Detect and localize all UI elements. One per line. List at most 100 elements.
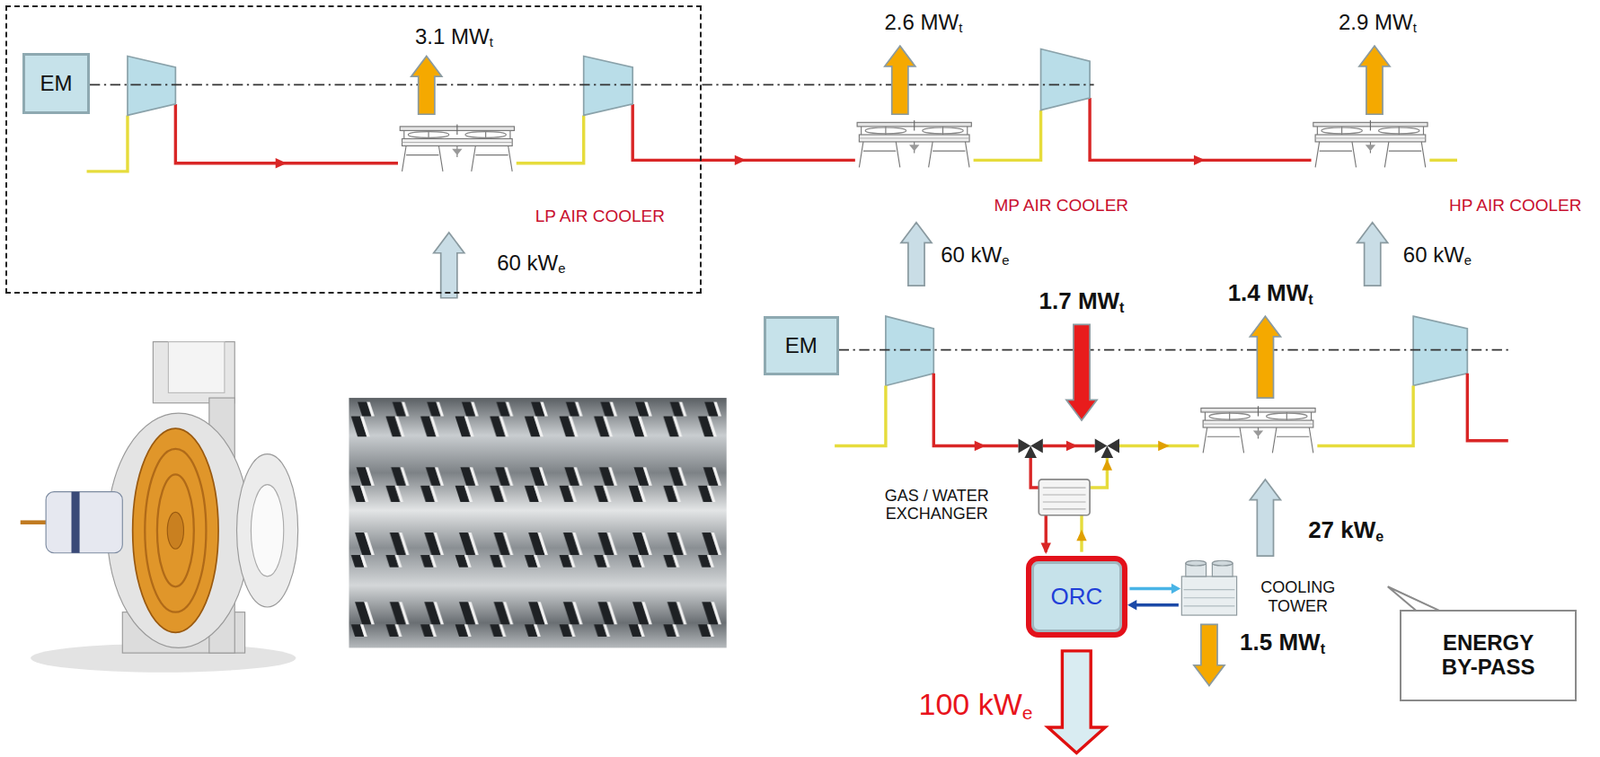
heat-duty-label: 3.1 MWt [415, 24, 494, 49]
unit-subscript: t [1320, 640, 1326, 657]
value-text: 100 kW [918, 687, 1022, 722]
recovered-heat-arrow [1066, 324, 1097, 421]
unit-subscript: e [1375, 528, 1384, 545]
power-arrow [433, 232, 465, 299]
hot-gas-pipe [1089, 97, 1311, 160]
cooler-label: HP AIR COOLER [1449, 196, 1582, 216]
flow-arrowhead [1076, 530, 1087, 541]
value-text: 1.7 MW [1039, 288, 1121, 316]
cold-gas-pipe [1089, 455, 1107, 488]
top-train-pipes [87, 97, 1458, 172]
inlet-bore [167, 342, 224, 394]
electric-output-arrow [1048, 651, 1106, 754]
heat-duty-label: 2.6 MWt [884, 10, 964, 36]
valve-symbol [1024, 445, 1037, 459]
power-arrow [1249, 479, 1281, 557]
air-cooler-symbol [399, 124, 514, 172]
heat-arrows [411, 45, 1390, 686]
three-way-valves [1018, 439, 1120, 460]
cold-gas-pipe [1317, 385, 1414, 446]
blade-row [348, 467, 726, 503]
callout-text: ENERGY BY-PASS [1427, 631, 1549, 681]
impeller-disc [132, 428, 219, 633]
flow-arrowhead [1102, 459, 1113, 470]
value-text: 3.1 MW [415, 23, 490, 48]
hot-gas-pipe [632, 104, 856, 160]
exchanger-tubes [1043, 487, 1087, 510]
blade-row [348, 532, 726, 568]
flow-arrowhead [1041, 542, 1052, 554]
power-arrow [901, 222, 932, 286]
flow-arrowhead [275, 158, 287, 168]
exchanger-shell [1038, 479, 1090, 516]
air-cooler-symbol [1313, 120, 1428, 168]
power-label: 60 kWe [496, 251, 566, 276]
unit-subscript: e [1464, 253, 1472, 268]
heat-arrow [1193, 624, 1225, 686]
value-text: 2.6 MW [884, 9, 960, 35]
photo-ground [348, 397, 726, 648]
motor-label: EM [39, 71, 72, 97]
outlet-bore [250, 485, 283, 577]
value-text: 2.9 MW [1338, 9, 1414, 35]
fan-power-arrows [433, 222, 1388, 557]
heat-duty-label: 1.7 MWt [1039, 289, 1125, 316]
cold-gas-pipe [973, 110, 1042, 161]
hot-gas-pipe [933, 373, 1018, 447]
power-label: 27 kWe [1308, 517, 1384, 544]
heat-arrow [411, 55, 442, 115]
value-text: 60 kW [1403, 242, 1465, 267]
heat-arrow [1359, 45, 1390, 115]
flow-arrowhead [1193, 155, 1205, 166]
value-text: 27 kW [1308, 516, 1376, 544]
orc-unit-box: ORC [1025, 556, 1129, 638]
value-text: 60 kW [496, 250, 558, 275]
power-label: 60 kWe [1403, 243, 1472, 268]
heat-arrow [1249, 316, 1281, 398]
flow-arrowhead [734, 155, 746, 166]
unit-subscript: e [1001, 253, 1009, 268]
flow-arrowheads [974, 441, 1170, 555]
cooling-water-loop [1127, 583, 1181, 611]
value-text: 60 kW [940, 242, 1002, 267]
water-pipe [1129, 587, 1174, 591]
air-cooler-symbol [1201, 406, 1316, 453]
cooler-label: MP AIR COOLER [993, 196, 1129, 216]
motor-band [71, 492, 80, 554]
bottom-train-pipes [834, 373, 1509, 553]
electric-motor-box: EM [22, 53, 90, 115]
blade-row [348, 402, 726, 438]
heat-duty-label: 2.9 MWt [1338, 10, 1417, 36]
compressor-symbol [885, 316, 934, 386]
cold-gas-pipe [834, 385, 886, 446]
orc-label: ORC [1050, 583, 1103, 610]
cold-gas-pipe [87, 114, 128, 171]
blade-row [348, 601, 726, 637]
unit-subscript: t [1413, 20, 1417, 36]
flow-arrowhead [974, 441, 986, 451]
hot-gas-pipe [1467, 373, 1508, 442]
cold-gas-pipe [516, 114, 584, 163]
callout-box: ENERGY BY-PASS [1399, 609, 1577, 702]
hot-gas-pipe [1030, 455, 1039, 488]
electric-motor-box: EM [763, 316, 840, 376]
dashed-region: 3.1 MWtLP AIR COOLER60 kWeEM [5, 5, 703, 294]
motor-label: EM [785, 334, 818, 359]
unit-subscript: e [557, 261, 566, 276]
exchanger-label: GAS / WATER EXCHANGER [869, 486, 1005, 523]
value-text: 1.4 MW [1228, 280, 1309, 308]
tower-label: COOLING TOWER [1253, 578, 1344, 615]
orc-power-label: 100 kWe [918, 687, 1033, 722]
value-text: 1.5 MW [1239, 628, 1321, 656]
cold-gas-pipe [1429, 159, 1458, 162]
impeller-ring [157, 474, 195, 587]
compressor-symbol [1413, 316, 1468, 386]
unit-subscript: t [489, 35, 494, 50]
flow-arrowhead [1127, 600, 1137, 610]
flow-arrowheads [275, 155, 1206, 169]
impeller-ring [144, 449, 206, 613]
shaft [20, 520, 46, 525]
tower-fan [1211, 560, 1233, 566]
turbine-cutaway [20, 342, 299, 673]
